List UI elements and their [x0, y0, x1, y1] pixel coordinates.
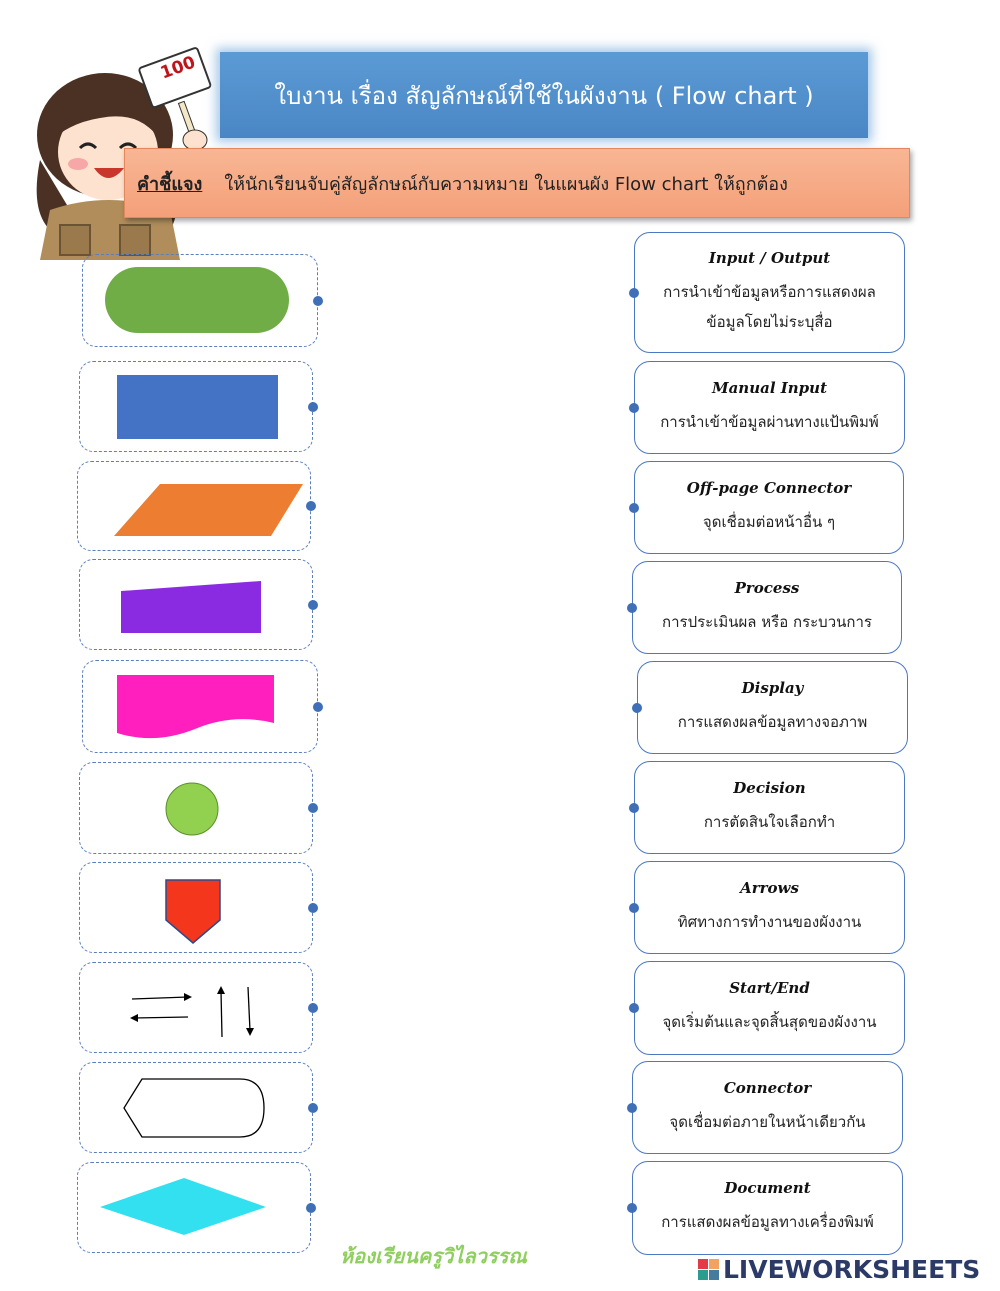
description-card: Arrows ทิศทางการทำงานของผังงาน	[634, 861, 905, 954]
arrows-shape	[130, 986, 254, 1038]
description-text: ข้อมูลโดยไม่ระบุสื่อ	[706, 312, 833, 331]
description-title: Process	[734, 578, 800, 597]
description-match-dot[interactable]	[629, 287, 639, 298]
parallelogram-shape	[114, 484, 303, 536]
display-shape	[123, 1078, 265, 1138]
description-title: Off-page Connector	[686, 478, 852, 497]
description-match-dot[interactable]	[627, 602, 637, 613]
instruction-text: ให้นักเรียนจับคู่สัญลักษณ์กับความหมาย ใน…	[224, 173, 788, 195]
instruction-label: คำชี้แจง	[137, 173, 203, 195]
diamond-shape	[100, 1178, 266, 1235]
circle-connector-shape	[165, 782, 219, 836]
description-title: Start/End	[729, 979, 810, 997]
description-title: Document	[724, 1179, 811, 1197]
shape-card	[82, 660, 318, 753]
shape-match-dot[interactable]	[313, 701, 323, 712]
shape-match-dot[interactable]	[306, 501, 316, 511]
description-match-dot[interactable]	[627, 1203, 637, 1213]
description-title: Manual Input	[711, 378, 828, 397]
worksheet-title-text: ใบงาน เรื่อง สัญลักษณ์ที่ใช้ในผังงาน ( F…	[274, 81, 814, 110]
shape-card	[79, 962, 313, 1053]
liveworksheets-logo: LIVEWORKSHEETS	[698, 1255, 980, 1284]
shape-card	[77, 461, 311, 551]
shape-match-dot[interactable]	[308, 401, 318, 412]
description-card: Off-page Connector จุดเชื่อมต่อหน้าอื่น ๆ	[634, 461, 904, 554]
description-text: การแสดงผลข้อมูลทางจอภาพ	[677, 712, 868, 731]
shape-match-dot[interactable]	[313, 295, 323, 306]
description-card: Decision การตัดสินใจเลือกทำ	[634, 761, 905, 854]
description-card: Process การประเมินผล หรือ กระบวนการ	[632, 561, 902, 654]
description-match-dot[interactable]	[629, 802, 639, 813]
description-title: Input / Output	[708, 248, 831, 267]
description-match-dot[interactable]	[629, 502, 639, 513]
shape-match-dot[interactable]	[308, 599, 318, 610]
shape-match-dot[interactable]	[308, 803, 318, 813]
liveworksheets-logo-icon	[698, 1259, 719, 1280]
description-title: Display	[741, 678, 804, 697]
shape-match-dot[interactable]	[306, 1202, 316, 1213]
manual-input-shape	[121, 581, 261, 633]
description-card: Input / Output การนำเข้าข้อมูลหรือการแสดง…	[634, 232, 905, 353]
description-text: ทิศทางการทำงานของผังงาน	[677, 912, 862, 931]
worksheet-title: ใบงาน เรื่อง สัญลักษณ์ที่ใช้ในผังงาน ( F…	[220, 52, 868, 138]
description-card: Manual Input การนำเข้าข้อมูลผ่านทางแป้นพิ…	[634, 361, 905, 454]
liveworksheets-brand-text: LIVEWORKSHEETS	[723, 1255, 981, 1284]
instruction-banner: คำชี้แจง ให้นักเรียนจับคู่สัญลักษณ์กับคว…	[124, 148, 910, 218]
description-title: Connector	[723, 1078, 812, 1097]
description-title: Decision	[733, 778, 806, 797]
description-match-dot[interactable]	[629, 1003, 639, 1013]
shape-card	[79, 1062, 313, 1153]
shape-card	[77, 1162, 311, 1253]
shape-match-dot[interactable]	[308, 1102, 318, 1113]
description-match-dot[interactable]	[632, 702, 642, 713]
description-text: การประเมินผล หรือ กระบวนการ	[662, 612, 872, 631]
description-card: Start/End จุดเริ่มต้นและจุดสิ้นสุดของผังง…	[634, 961, 905, 1055]
description-text: การตัดสินใจเลือกทำ	[703, 812, 836, 831]
shape-card	[82, 254, 318, 347]
terminator-shape	[105, 267, 289, 333]
shape-card	[79, 559, 313, 650]
rectangle-shape	[117, 375, 278, 439]
description-match-dot[interactable]	[629, 402, 639, 413]
description-text: จุดเชื่อมต่อภายในหน้าเดียวกัน	[669, 1112, 866, 1131]
shape-card	[79, 862, 313, 953]
description-match-dot[interactable]	[629, 902, 639, 913]
description-text: การนำเข้าข้อมูลผ่านทางแป้นพิมพ์	[660, 412, 879, 431]
description-card: Document การแสดงผลข้อมูลทางเครื่องพิมพ์	[632, 1161, 903, 1255]
description-title: Arrows	[740, 878, 799, 897]
shape-card	[79, 762, 313, 854]
description-text: การแสดงผลข้อมูลทางเครื่องพิมพ์	[661, 1213, 874, 1231]
offpage-connector-shape	[165, 879, 221, 944]
shape-card	[79, 361, 313, 452]
shape-match-dot[interactable]	[308, 902, 318, 913]
description-card: Display การแสดงผลข้อมูลทางจอภาพ	[637, 661, 908, 754]
shape-match-dot[interactable]	[308, 1002, 318, 1013]
description-match-dot[interactable]	[627, 1102, 637, 1113]
description-text: จุดเชื่อมต่อหน้าอื่น ๆ	[702, 512, 836, 531]
description-text: จุดเริ่มต้นและจุดสิ้นสุดของผังงาน	[662, 1013, 877, 1031]
document-shape	[117, 675, 274, 739]
teacher-watermark: ห้องเรียนครูวิไลวรรณ	[340, 1244, 527, 1268]
description-text: การนำเข้าข้อมูลหรือการแสดงผล	[663, 282, 876, 301]
description-card: Connector จุดเชื่อมต่อภายในหน้าเดียวกัน	[632, 1061, 903, 1154]
